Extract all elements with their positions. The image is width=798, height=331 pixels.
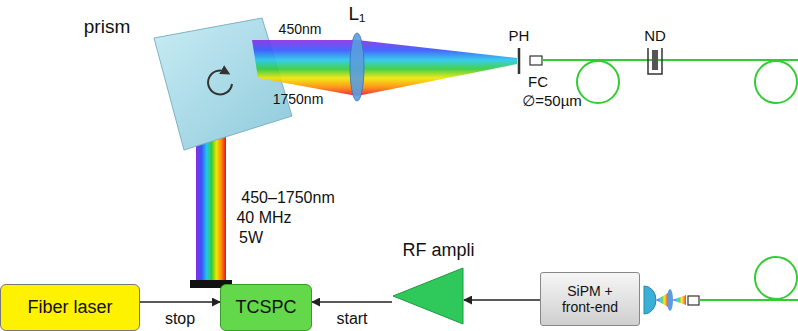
laser-spec: 40 MHz [236, 209, 291, 227]
node-label: Fiber laser [27, 297, 112, 318]
signal-arrow [140, 301, 220, 303]
part-name: PH [509, 28, 530, 45]
signal-name: start [334, 310, 369, 328]
sipm-window [644, 286, 656, 314]
part-name: ND [644, 28, 666, 45]
node-label: RF ampli [402, 240, 474, 261]
detector-beam [672, 295, 686, 305]
amplifier-triangle [392, 267, 464, 325]
lens [350, 33, 364, 101]
amplifier-triangle [393, 268, 463, 324]
amplifier-triangle: RF ampli [392, 240, 485, 331]
detector-box: SiPM + front-end [540, 272, 640, 326]
node-label: SiPM + front-end [550, 283, 630, 315]
nd-filter [652, 50, 658, 70]
part-name: L₁ [349, 4, 366, 25]
detector-beam [656, 293, 668, 307]
laser-spec: 450–1750nm [241, 189, 334, 207]
optical-fiber [699, 299, 798, 301]
optical-fiber [542, 59, 798, 61]
fiber-loop [577, 61, 619, 103]
pinhole [518, 48, 521, 74]
wavelength-label: 1750nm [273, 92, 324, 107]
laser-spec: 5W [239, 229, 263, 247]
laser-box: Fiber laser [0, 284, 140, 331]
dimension-label: ∅=50µm [522, 93, 582, 110]
signal-name: stop [163, 310, 197, 328]
tcspc-box: TCSPC [220, 284, 312, 331]
fiber-loop [755, 257, 797, 299]
part-name: FC [528, 74, 548, 91]
part-name: prism [84, 17, 130, 38]
fiber-loop [755, 61, 797, 103]
wavelength-label: 450nm [279, 22, 322, 37]
signal-arrow [312, 301, 392, 303]
node-label: TCSPC [235, 297, 296, 318]
nd-filter [648, 48, 662, 74]
dispersed-spectrum [252, 40, 517, 96]
fiber-connector [688, 296, 699, 305]
prism [154, 18, 292, 150]
rotation-arrow [208, 70, 232, 94]
fiber-connector [530, 56, 542, 65]
signal-arrow [464, 299, 540, 301]
